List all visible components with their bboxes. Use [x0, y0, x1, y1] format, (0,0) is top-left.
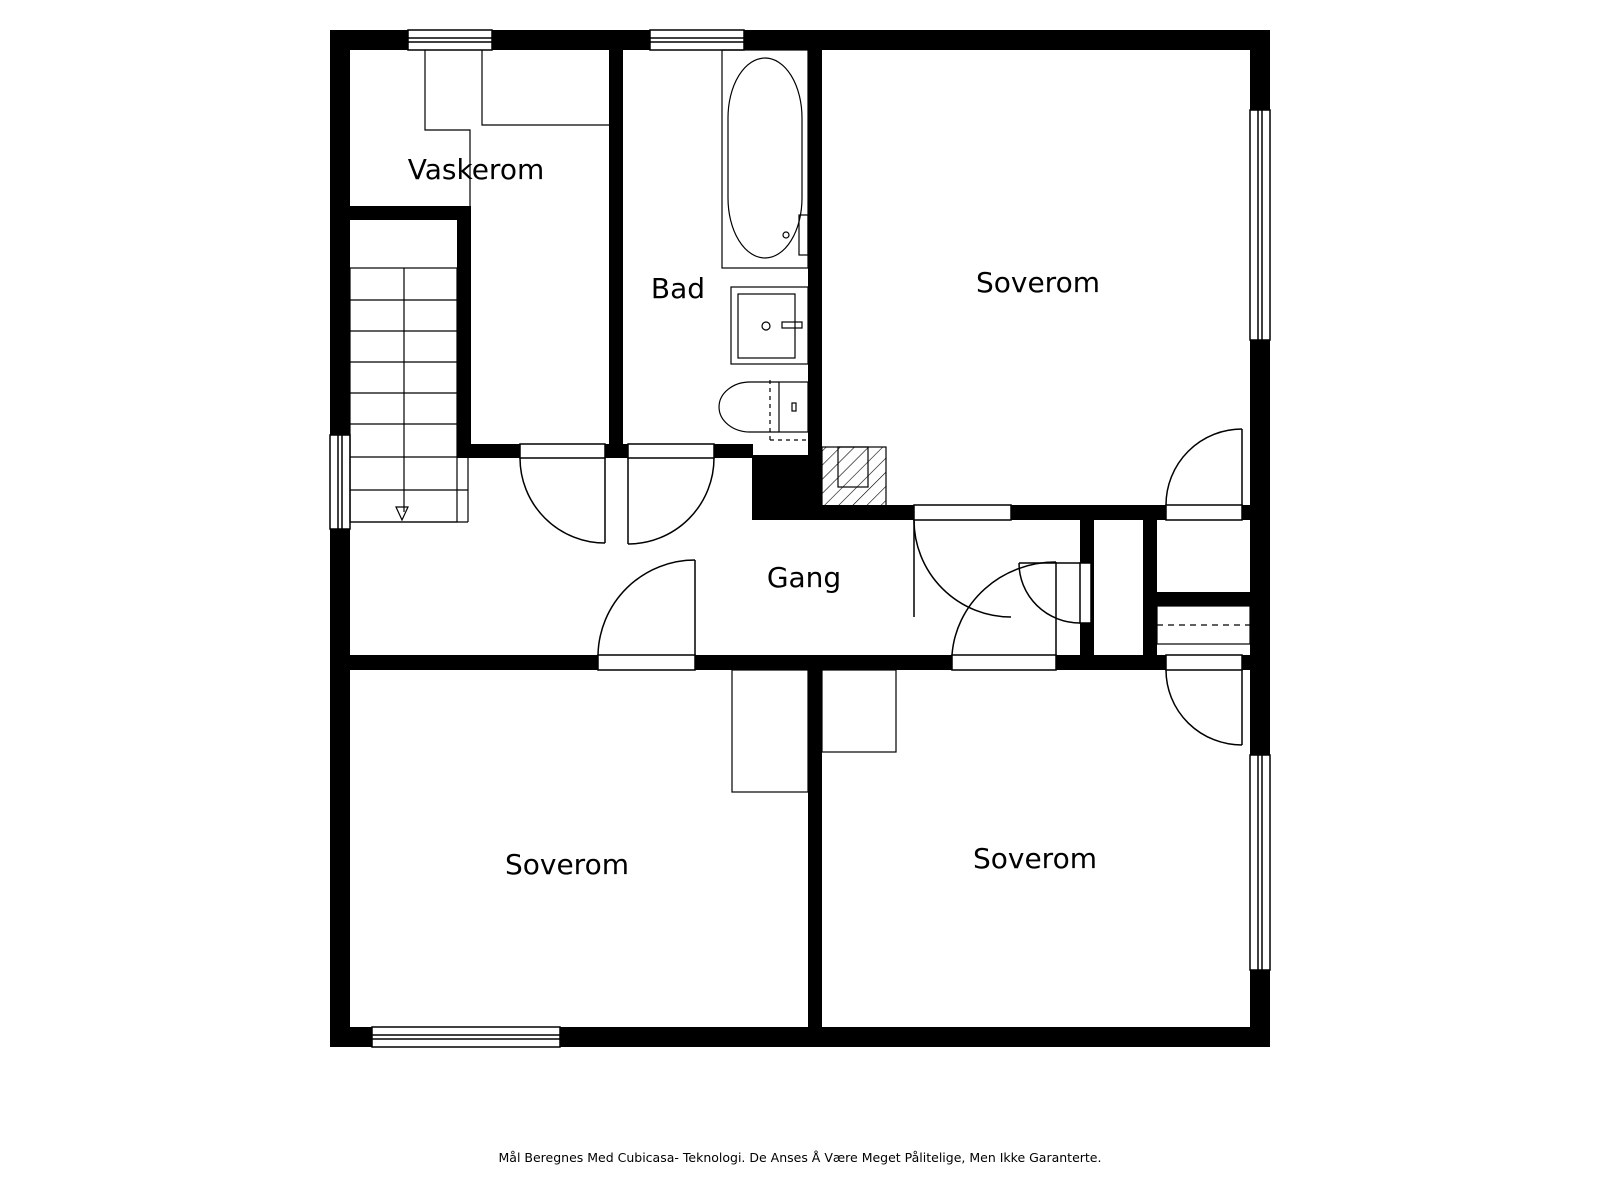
toilet [718, 380, 809, 441]
door-soverom-se-closet [1165, 654, 1243, 746]
stair-arrow-icon [395, 506, 409, 522]
door-soverom-ne-closet [1165, 428, 1243, 521]
doors [519, 428, 1243, 746]
wardrobes [731, 669, 897, 793]
windows [329, 29, 1271, 1048]
wardrobe-sw [731, 669, 809, 793]
wall-vaskerom-bad [609, 50, 623, 448]
drain-icon [761, 321, 771, 331]
exterior-wall-bottom [330, 1027, 1270, 1047]
wall-closet-mid [1143, 592, 1252, 606]
wall-hall-south [350, 655, 1252, 670]
room-label-bad: Bad [651, 272, 705, 305]
exterior-wall-top [330, 30, 1270, 50]
room-label-soverom-se: Soverom [973, 842, 1097, 875]
vaskerom-counters [424, 50, 609, 206]
window-soverom-se [1249, 754, 1271, 971]
room-label-soverom-sw: Soverom [505, 848, 629, 881]
wall-stair-right [457, 208, 471, 448]
door-soverom-sw [597, 559, 696, 671]
room-label-vaskerom: Vaskerom [408, 153, 544, 186]
door-soverom-ne-hall [913, 504, 1012, 618]
window-bad [649, 29, 745, 51]
window-vaskerom [407, 29, 493, 51]
door-bad [627, 443, 715, 545]
exterior-wall-left [330, 30, 350, 1047]
door-vaskerom [519, 443, 606, 544]
sink [730, 286, 809, 365]
wall-bad-soverom [808, 50, 822, 510]
door-closet-1 [1018, 562, 1092, 624]
window-soverom-sw [371, 1026, 561, 1048]
wall-stair-top [350, 206, 471, 220]
wall-closet-2 [1143, 510, 1157, 668]
bathtub [721, 49, 809, 269]
disclaimer-text: Mål Beregnes Med Cubicasa- Teknologi. De… [498, 1150, 1102, 1165]
wall-center-south [808, 668, 822, 1027]
chimney-shaft [821, 446, 887, 508]
room-label-soverom-ne: Soverom [976, 266, 1100, 299]
window-soverom-ne [1249, 109, 1271, 341]
room-label-gang: Gang [767, 561, 841, 594]
staircase [349, 267, 469, 523]
closet-shelf [1156, 605, 1251, 645]
wardrobe-se [821, 669, 897, 753]
window-stair [329, 434, 351, 530]
door-soverom-se [951, 561, 1057, 671]
